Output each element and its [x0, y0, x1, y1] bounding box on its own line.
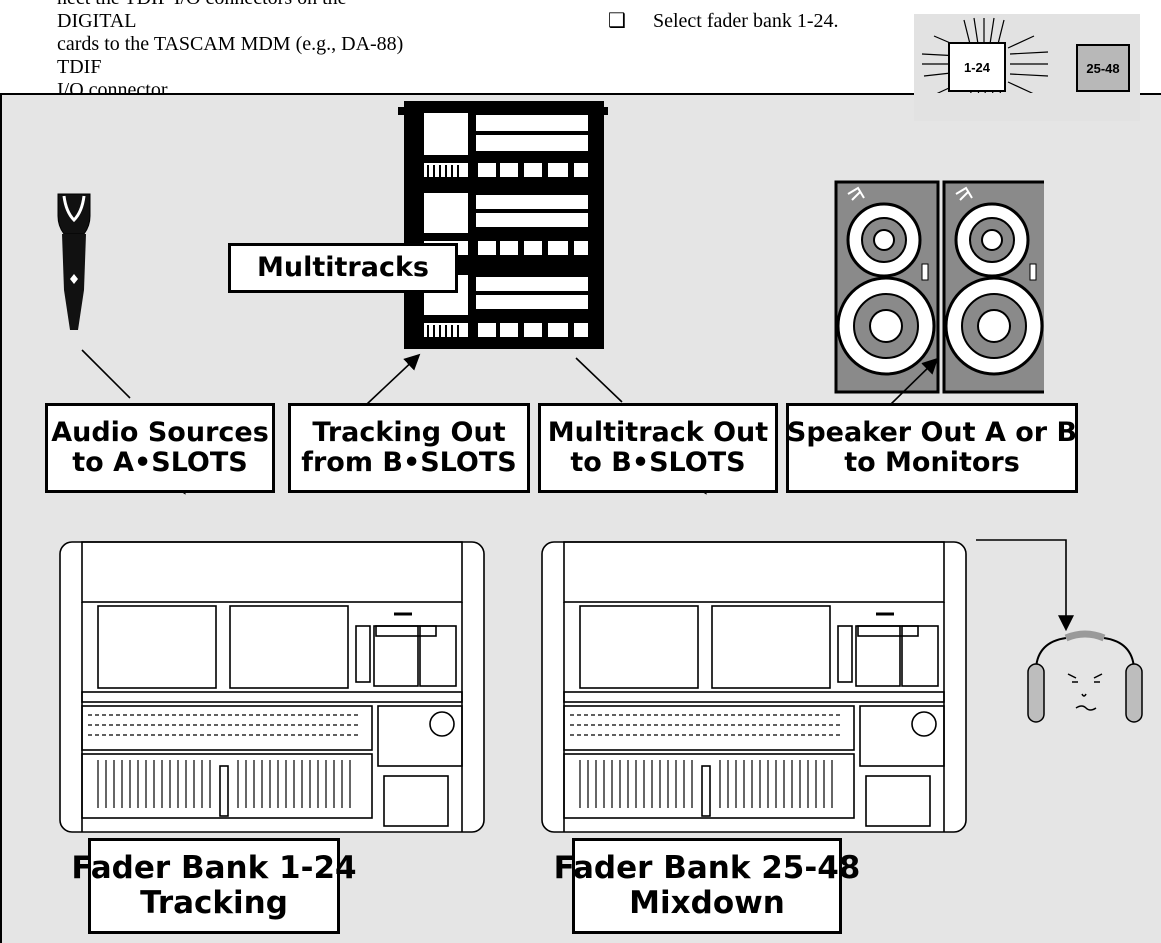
console-right-line-1: Fader Bank 25-48 — [554, 851, 861, 886]
audio-sources-line-1: Audio Sources — [51, 418, 269, 448]
console-left-line-2: Tracking — [140, 886, 288, 921]
tracking-out-line-1: Tracking Out — [312, 418, 505, 448]
audio-sources-line-2: to A•SLOTS — [72, 448, 248, 478]
console-right-icon — [540, 540, 970, 842]
mic-to-label-line — [82, 350, 130, 398]
tracking-out-arrow — [367, 356, 418, 404]
multitrack-out-label: Multitrack Out to B•SLOTS — [538, 403, 778, 493]
console-right-line-2: Mixdown — [629, 886, 785, 921]
speaker-out-line-1: Speaker Out A or B — [787, 418, 1077, 448]
headphone-arrow — [976, 540, 1066, 628]
speaker-out-line-2: to Monitors — [844, 448, 1020, 478]
multitrack-to-label-line — [576, 358, 622, 402]
tracking-out-label: Tracking Out from B•SLOTS — [288, 403, 530, 493]
console-right-label: Fader Bank 25-48 Mixdown — [572, 838, 842, 934]
speaker-out-label: Speaker Out A or B to Monitors — [786, 403, 1078, 493]
multitrack-out-line-1: Multitrack Out — [548, 418, 768, 448]
speaker-out-arrow — [891, 360, 936, 404]
console-left-label: Fader Bank 1-24 Tracking — [88, 838, 340, 934]
headphones-listener-icon — [1020, 628, 1150, 728]
multitrack-out-line-2: to B•SLOTS — [570, 448, 745, 478]
audio-sources-label: Audio Sources to A•SLOTS — [45, 403, 275, 493]
console-left-icon — [58, 540, 488, 842]
console-left-line-1: Fader Bank 1-24 — [71, 851, 356, 886]
tracking-out-line-2: from B•SLOTS — [301, 448, 517, 478]
